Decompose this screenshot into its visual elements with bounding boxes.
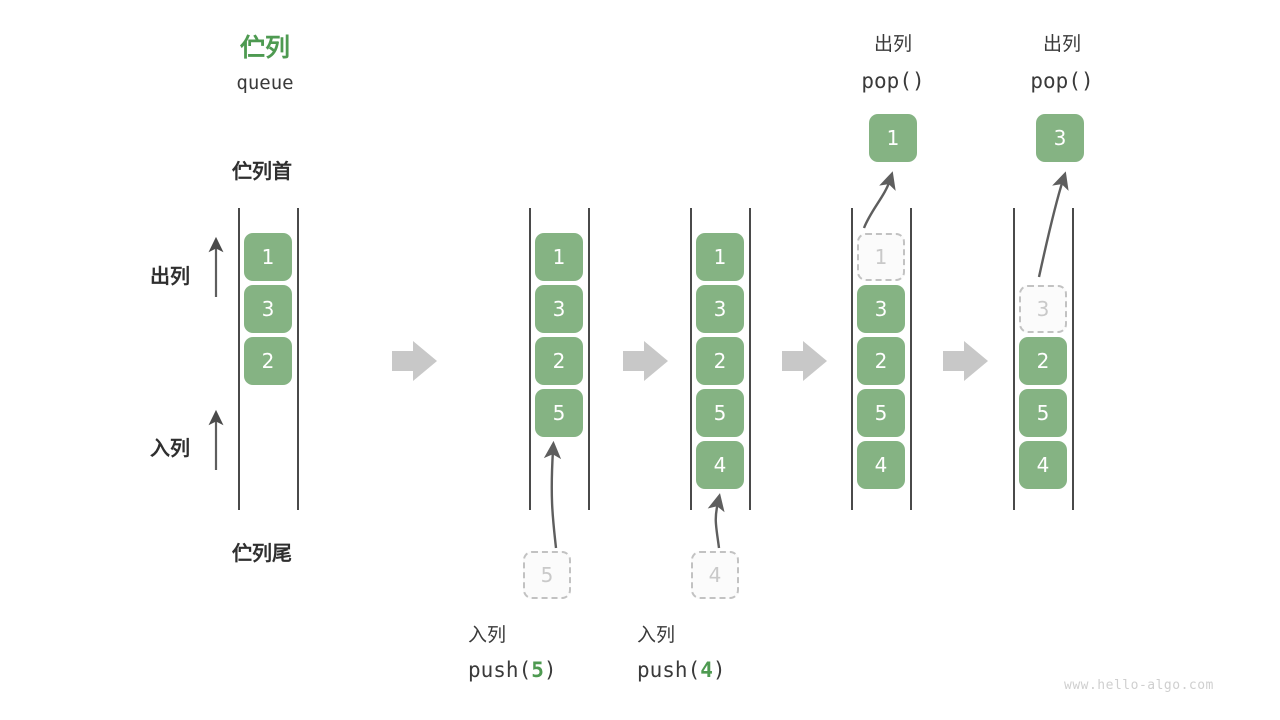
dequeue-label: 出列 xyxy=(150,264,190,288)
queue-cell: 1 xyxy=(535,233,583,281)
step-arrow-2 xyxy=(623,341,668,381)
popped-slot-ghost-cell: 1 xyxy=(857,233,905,281)
push-5-arrow xyxy=(543,440,562,549)
push-code-prefix: push( xyxy=(637,658,701,682)
popped-slot-ghost-cell: 3 xyxy=(1019,285,1067,333)
push-code-prefix: push( xyxy=(468,658,532,682)
queue-rail-left-c2 xyxy=(529,208,531,510)
pop-code-c5: pop() xyxy=(1030,69,1094,93)
queue-cell: 2 xyxy=(857,337,905,385)
queue-cell: 3 xyxy=(857,285,905,333)
queue-cell: 2 xyxy=(244,337,292,385)
enqueue-label: 入列 xyxy=(150,436,190,460)
queue-rail-right-c2 xyxy=(588,208,590,510)
step-arrow-3 xyxy=(782,341,827,381)
queue-cell: 3 xyxy=(696,285,744,333)
queue-cell: 2 xyxy=(1019,337,1067,385)
queue-cell: 4 xyxy=(696,441,744,489)
queue-cell: 5 xyxy=(696,389,744,437)
push-code-arg: 4 xyxy=(700,658,713,682)
queue-rail-left-c4 xyxy=(851,208,853,510)
push-code-c2: push(5) xyxy=(468,660,668,681)
incoming-ghost-cell: 4 xyxy=(691,551,739,599)
queue-rail-right-c1 xyxy=(297,208,299,510)
queue-cell: 5 xyxy=(1019,389,1067,437)
pop-3-arrow xyxy=(1037,171,1069,278)
push-code-arg: 5 xyxy=(531,658,544,682)
popped-cell: 3 xyxy=(1036,114,1084,162)
push-label-cn-c3: 入列 xyxy=(637,624,676,646)
queue-cell: 5 xyxy=(857,389,905,437)
queue-title-cn: 伫列 xyxy=(239,33,290,62)
queue-rail-left-c1 xyxy=(238,208,240,510)
incoming-ghost-cell: 5 xyxy=(523,551,571,599)
pop-label-cn-c4: 出列 xyxy=(873,33,912,55)
pop-code-c4: pop() xyxy=(861,69,925,93)
queue-cell: 4 xyxy=(1019,441,1067,489)
queue-rail-right-c3 xyxy=(749,208,751,510)
step-arrow-1 xyxy=(392,341,437,381)
queue-cell: 1 xyxy=(244,233,292,281)
queue-cell: 5 xyxy=(535,389,583,437)
pop-label-cn-c5: 出列 xyxy=(1042,33,1081,55)
step-arrow-4 xyxy=(943,341,988,381)
queue-rail-right-c5 xyxy=(1072,208,1074,510)
pop-1-arrow xyxy=(862,171,896,229)
queue-cell: 1 xyxy=(696,233,744,281)
queue-title-en: queue xyxy=(236,72,294,94)
queue-cell: 2 xyxy=(696,337,744,385)
push-code-c3: push(4) xyxy=(637,660,837,681)
queue-cell: 3 xyxy=(535,285,583,333)
queue-cell: 4 xyxy=(857,441,905,489)
queue-cell: 3 xyxy=(244,285,292,333)
queue-rail-left-c3 xyxy=(690,208,692,510)
queue-rail-right-c4 xyxy=(910,208,912,510)
push-label-cn-c2: 入列 xyxy=(468,624,507,646)
queue-rail-left-c5 xyxy=(1013,208,1015,510)
push-4-arrow xyxy=(707,493,725,549)
push-code-suffix: ) xyxy=(543,658,557,682)
push-code-suffix: ) xyxy=(712,658,726,682)
queue-tail-label: 伫列尾 xyxy=(232,541,292,565)
watermark: www.hello-algo.com xyxy=(1064,678,1214,693)
queue-cell: 2 xyxy=(535,337,583,385)
popped-cell: 1 xyxy=(869,114,917,162)
queue-head-label: 伫列首 xyxy=(232,159,292,183)
